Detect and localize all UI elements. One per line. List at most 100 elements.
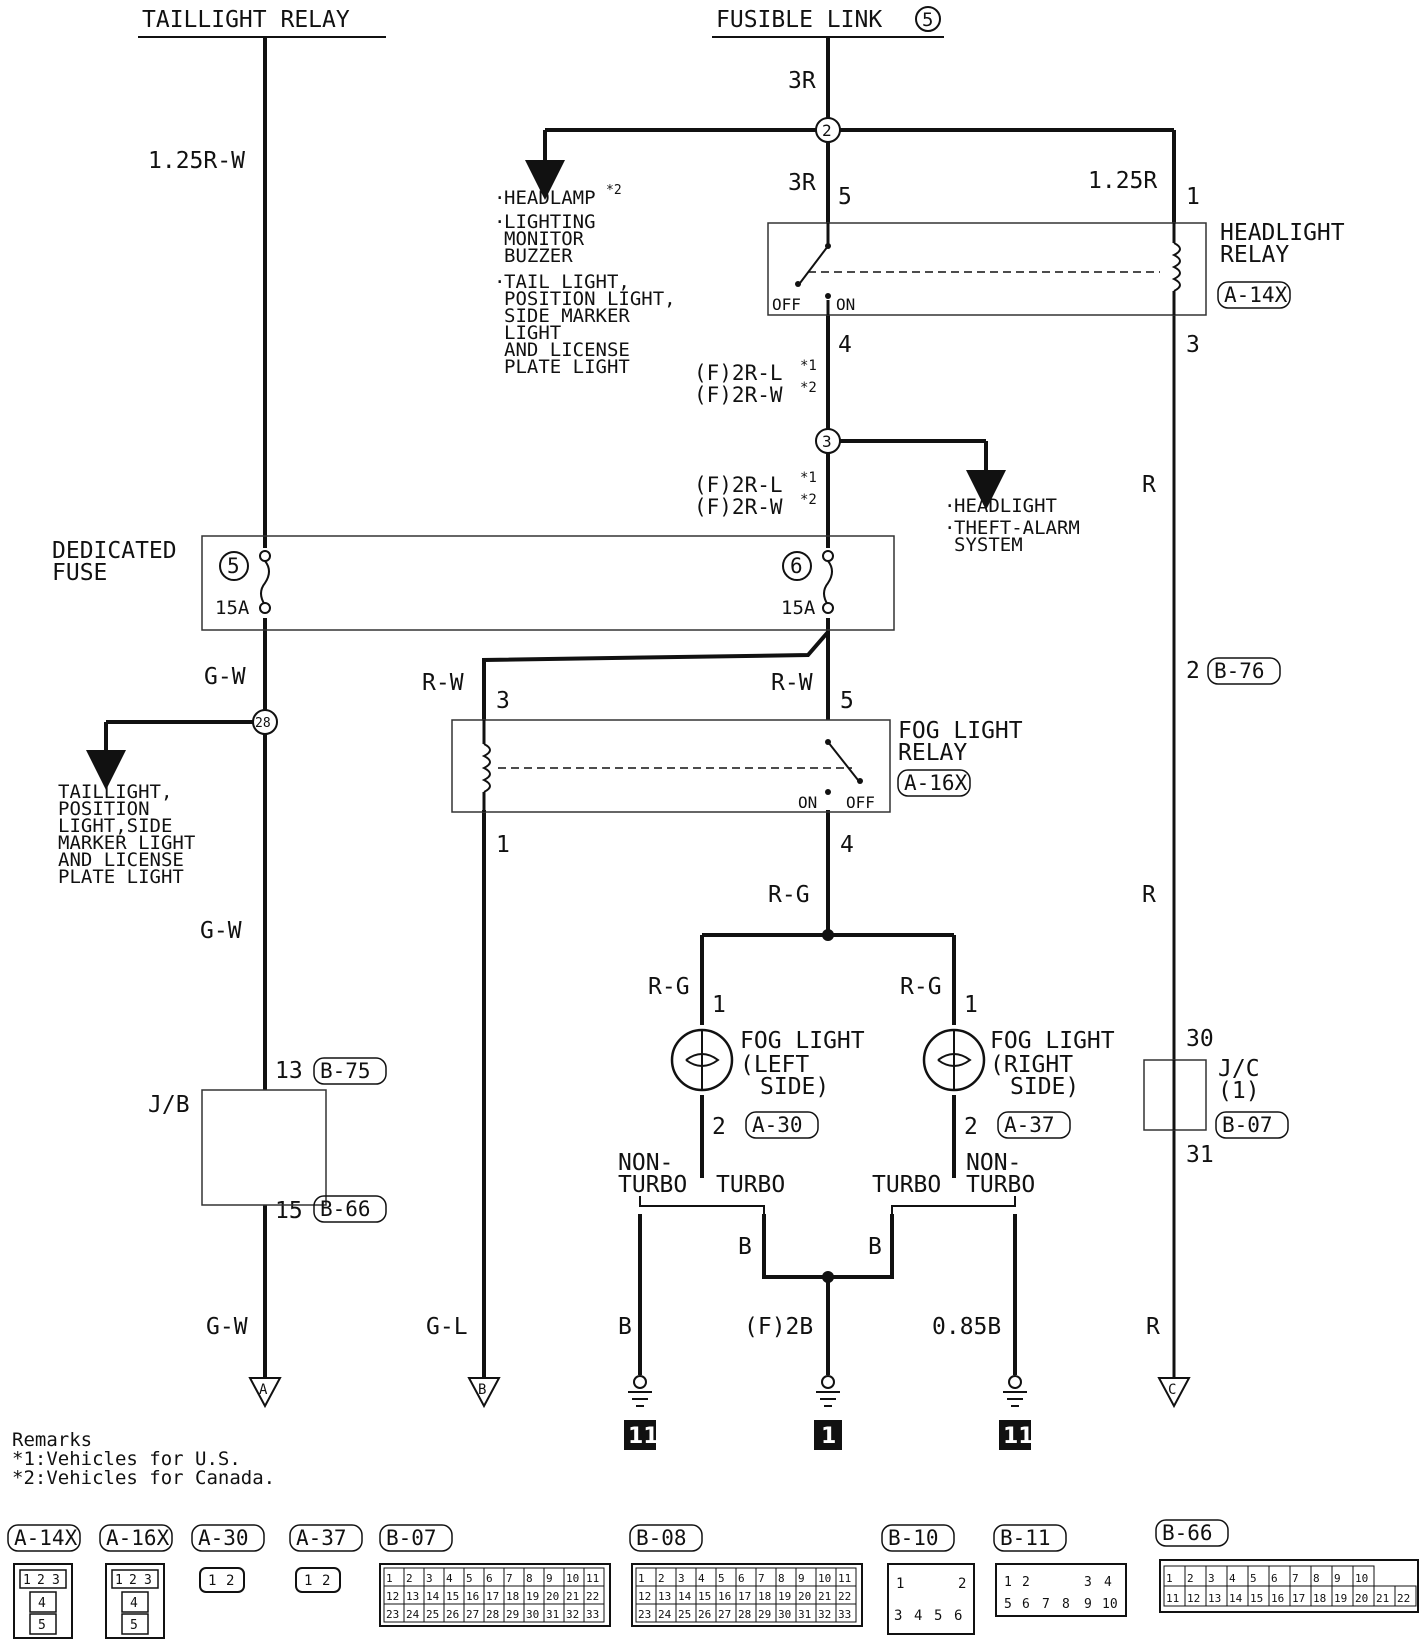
svg-text:2: 2: [958, 1576, 966, 1592]
svg-text:1: 1: [304, 1573, 312, 1589]
connector-pin-number: 32: [818, 1608, 831, 1621]
connector-pin-number: 5: [1250, 1572, 1257, 1585]
svg-text:3: 3: [52, 1573, 60, 1588]
svg-text:HEADLIGHT: HEADLIGHT: [954, 495, 1057, 517]
svg-text:4: 4: [38, 1596, 46, 1611]
connector-pin-number: 24: [406, 1608, 420, 1621]
svg-text:A-14X: A-14X: [14, 1526, 78, 1550]
svg-text:TURBO: TURBO: [872, 1172, 941, 1198]
connector-pin-number: 6: [1271, 1572, 1278, 1585]
svg-text:OFF: OFF: [846, 793, 875, 812]
svg-text:LIGHTING: LIGHTING: [504, 211, 596, 233]
svg-text:TURBO: TURBO: [618, 1172, 687, 1198]
svg-text:ON: ON: [798, 793, 817, 812]
connector-pin-number: 4: [1229, 1572, 1236, 1585]
branch-taillight-group: TAILLIGHT, POSITION LIGHT,SIDE MARKER LI…: [58, 781, 195, 888]
connector-pin-number: 7: [758, 1572, 765, 1585]
svg-text:4: 4: [1104, 1575, 1112, 1590]
svg-text:NON-: NON-: [966, 1150, 1021, 1176]
connector-pin-number: 16: [718, 1590, 731, 1603]
connector-a14x: A-14X 1 2 3 4 5: [7, 1524, 81, 1639]
wire-label: R: [1142, 882, 1156, 908]
svg-text:A: A: [259, 1382, 268, 1398]
connector-pin-cell: [1394, 1585, 1417, 1607]
svg-text:B-08: B-08: [636, 1526, 687, 1550]
connector-pin-number: 13: [1208, 1592, 1221, 1605]
connector-pin-number: 26: [446, 1608, 459, 1621]
connector-pin-number: 10: [566, 1572, 579, 1585]
connector-pin-cell: [583, 1603, 605, 1623]
svg-text:11: 11: [628, 1424, 659, 1449]
connector-pin-number: 2: [1187, 1572, 1194, 1585]
connector-pin-number: 23: [638, 1608, 651, 1621]
svg-text:·: ·: [494, 211, 505, 233]
connector-pin-number: 27: [718, 1608, 731, 1621]
svg-text:10: 10: [1102, 1597, 1118, 1612]
svg-text:TAILLIGHT,: TAILLIGHT,: [58, 781, 172, 803]
connector-pin-number: 30: [526, 1608, 539, 1621]
svg-text:3: 3: [1186, 332, 1200, 358]
connector-pin-number: 3: [1208, 1572, 1215, 1585]
svg-text:2: 2: [822, 121, 832, 140]
svg-text:LIGHT: LIGHT: [504, 322, 561, 344]
remarks: Remarks *1:Vehicles for U.S. *2:Vehicles…: [12, 1429, 275, 1489]
svg-text:2: 2: [226, 1573, 234, 1589]
connector-pin-number: 18: [506, 1590, 519, 1603]
connector-pin-number: 5: [466, 1572, 473, 1585]
svg-text:3: 3: [496, 688, 510, 714]
connector-pin-number: 4: [446, 1572, 453, 1585]
svg-text:*2:Vehicles for Canada.: *2:Vehicles for Canada.: [12, 1467, 275, 1489]
connector-pin-number: 19: [526, 1590, 539, 1603]
svg-text:2: 2: [37, 1573, 45, 1588]
connector-pin-number: 22: [586, 1590, 599, 1603]
svg-text:5: 5: [38, 1618, 46, 1633]
wire-label: (F)2B: [744, 1314, 813, 1340]
svg-text:11: 11: [1003, 1424, 1034, 1449]
svg-text:C: C: [1168, 1382, 1176, 1398]
connector-pin-number: 18: [1313, 1592, 1326, 1605]
wire-label: (F)2R-W: [694, 383, 783, 407]
svg-text:B-07: B-07: [1222, 1113, 1273, 1137]
svg-text:TAIL LIGHT,: TAIL LIGHT,: [504, 271, 630, 293]
wire-label: 1.25R: [1088, 168, 1157, 194]
connector-pin-number: 15: [698, 1590, 711, 1603]
svg-text:1: 1: [964, 992, 978, 1018]
connector-pin-number: 5: [718, 1572, 725, 1585]
svg-text:RELAY: RELAY: [1220, 242, 1289, 268]
svg-text:SYSTEM: SYSTEM: [954, 534, 1023, 556]
connector-pin-number: 1: [638, 1572, 645, 1585]
fusible-link-header: FUSIBLE LINK 5: [712, 6, 944, 38]
wire-label: R: [1142, 472, 1156, 498]
svg-text:6: 6: [1022, 1597, 1030, 1612]
connector-pin-number: 2: [658, 1572, 665, 1585]
wire-label: R-G: [648, 974, 690, 1000]
connector-pin-number: 16: [1271, 1592, 1284, 1605]
ground-right: 11: [999, 1375, 1034, 1450]
svg-text:2: 2: [322, 1573, 330, 1589]
connector-pin-number: 20: [1355, 1592, 1368, 1605]
fog-light-left: FOG LIGHT (LEFT SIDE) A-30: [670, 1028, 865, 1139]
connector-pin-number: 19: [778, 1590, 791, 1603]
turbo-variant-labels: NON- TURBO TURBO TURBO NON- TURBO: [618, 1150, 1035, 1198]
svg-text:5: 5: [934, 1608, 942, 1624]
branch-headlight: · HEADLIGHT · THEFT-ALARM SYSTEM: [944, 495, 1080, 556]
svg-text:·: ·: [944, 517, 955, 539]
connector-pin-number: 4: [698, 1572, 705, 1585]
connector-pin-number: 9: [1334, 1572, 1341, 1585]
connector-pin-number: 15: [1250, 1592, 1263, 1605]
wire-label: B: [738, 1234, 752, 1260]
svg-text:FUSIBLE LINK: FUSIBLE LINK: [716, 7, 882, 33]
connector-pin-number: 8: [778, 1572, 785, 1585]
svg-text:SIDE MARKER: SIDE MARKER: [504, 305, 630, 327]
svg-text:6: 6: [954, 1608, 962, 1624]
ground-middle: 1: [814, 1375, 842, 1450]
svg-text:1: 1: [821, 1424, 836, 1449]
connector-pin-number: 28: [738, 1608, 751, 1621]
connector-pin-number: 30: [778, 1608, 791, 1621]
headlight-relay: OFF ON HEADLIGHT RELAY A-14X: [767, 220, 1345, 316]
svg-text:RELAY: RELAY: [898, 740, 967, 766]
connector-pin-number: 2: [406, 1572, 413, 1585]
splice-3: 3: [815, 428, 841, 454]
svg-text:1: 1: [496, 832, 510, 858]
